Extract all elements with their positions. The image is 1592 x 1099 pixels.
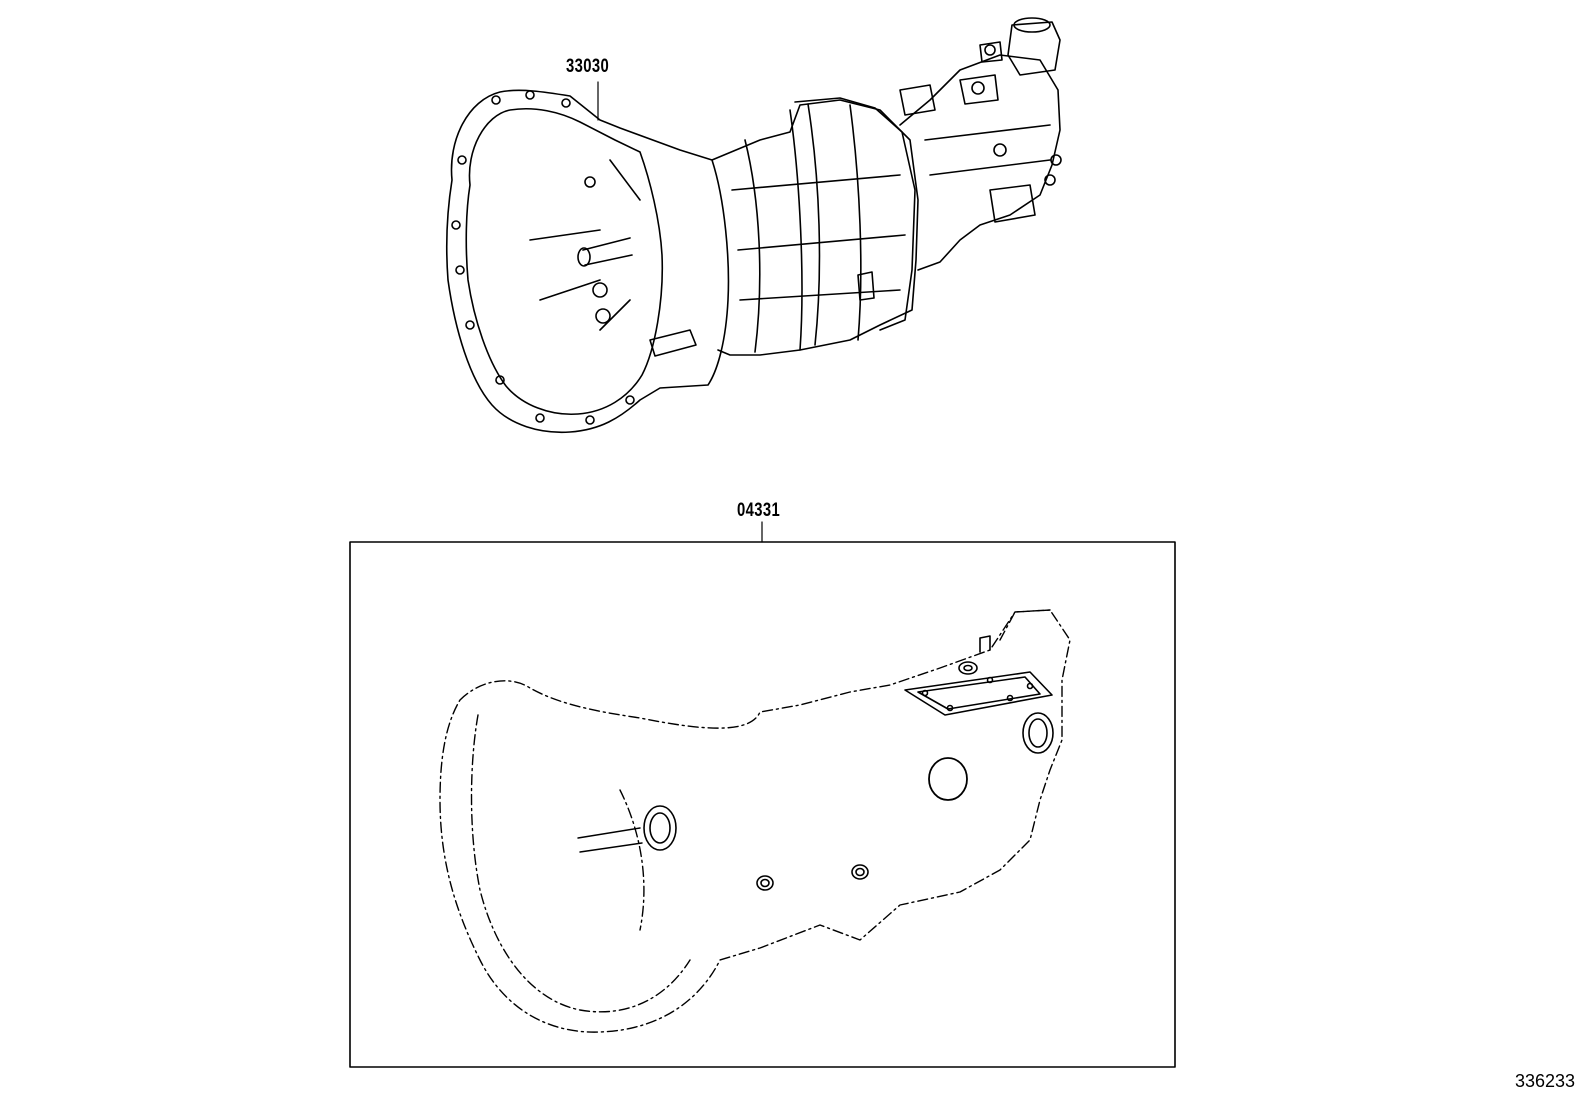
shift-cover-gasket-icon[interactable] [904, 671, 1053, 716]
top-washer-icon[interactable] [958, 635, 991, 675]
part-number-04331[interactable]: 04331 [737, 500, 781, 521]
rear-oil-seal-icon[interactable] [1022, 712, 1054, 754]
part-number-33030[interactable]: 33030 [566, 56, 610, 77]
front-oil-seal-icon[interactable] [643, 805, 677, 851]
illustration-reference: 336233 [1515, 1071, 1576, 1091]
filler-plug-gasket-icon[interactable] [851, 864, 869, 880]
input-shaft-icon [577, 827, 643, 853]
o-ring-icon[interactable] [928, 757, 968, 801]
transmission-assembly-icon[interactable] [445, 17, 1062, 434]
drain-plug-gasket-icon[interactable] [756, 875, 774, 891]
kit-frame [349, 541, 1176, 1068]
transmission-phantom-outline-icon [439, 609, 1071, 1033]
